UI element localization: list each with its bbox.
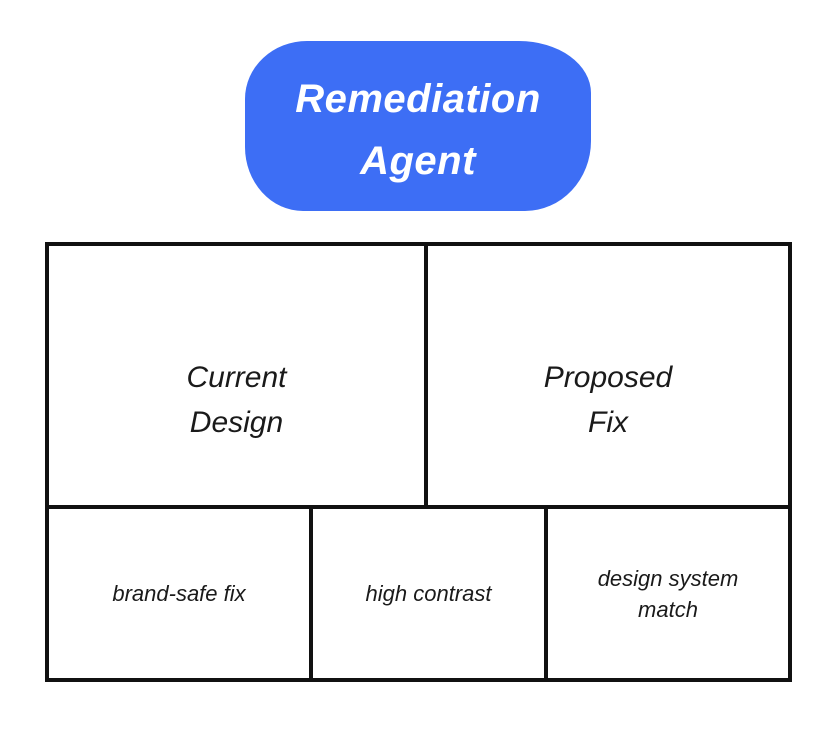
cell-label-line: Fix — [588, 405, 628, 439]
comparison-row: Current Design Proposed Fix — [49, 246, 788, 505]
cell-label-line: Proposed — [543, 360, 673, 394]
cell-label-line: match — [638, 596, 698, 622]
agent-label-line-2: Agent — [360, 139, 476, 183]
cell-label-line: design system — [597, 565, 739, 591]
cell-label-line: high contrast — [365, 581, 492, 606]
agent-label-line-1: Remediation — [295, 77, 541, 121]
cell-brand-safe-fix: brand-safe fix — [49, 509, 309, 678]
cell-design-system-match: design system match — [544, 509, 788, 678]
cell-label-line: Current — [186, 360, 287, 394]
cell-proposed-fix: Proposed Fix — [424, 246, 788, 505]
remediation-agent-label: Remediation Agent — [295, 68, 541, 192]
criteria-row: brand-safe fix high contrast design syst… — [49, 505, 788, 678]
comparison-table: Current Design Proposed Fix brand-safe f… — [45, 242, 792, 682]
cell-label-line: brand-safe fix — [112, 581, 246, 606]
cell-current-design: Current Design — [49, 246, 424, 505]
cell-high-contrast: high contrast — [309, 509, 544, 678]
remediation-agent-node: Remediation Agent — [245, 41, 591, 211]
cell-label-line: Design — [189, 405, 284, 439]
